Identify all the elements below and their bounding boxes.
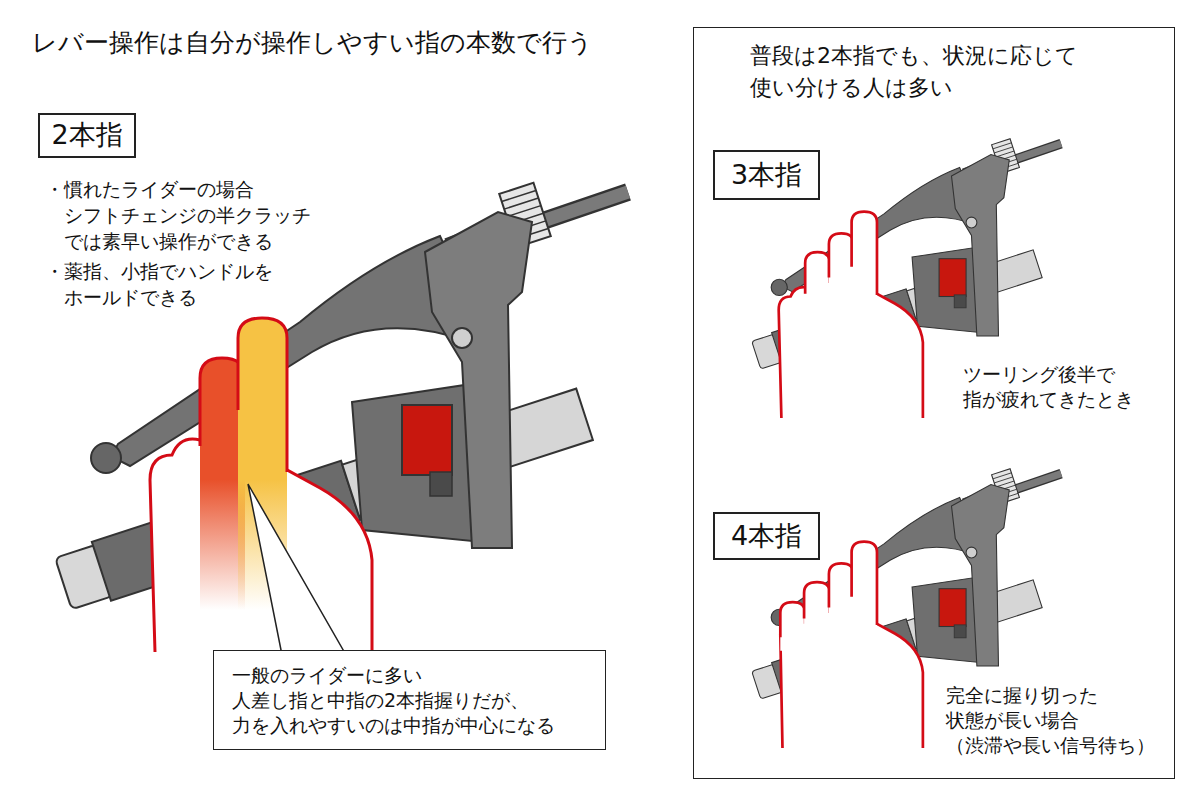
- label-box: 一般のライダーに多い 人差し指と中指の2本指握りだが、 力を入れやすいのは中指が…: [213, 650, 606, 750]
- finger-outline: [238, 318, 287, 472]
- finger: [852, 212, 877, 321]
- note-text: ・薬指、小指でハンドルを ホールドできる: [45, 258, 330, 310]
- box-text: 2本指: [51, 119, 122, 151]
- label-box: 2本指: [38, 113, 136, 158]
- page-title: レバー操作は自分が操作しやすい指の本数で行う: [32, 27, 593, 60]
- callout-pointer: [248, 484, 346, 655]
- finger: [852, 542, 877, 651]
- box-text: 3本指: [731, 159, 802, 191]
- finger-outline: [780, 602, 805, 637]
- label-box: 3本指: [713, 150, 820, 200]
- panel-heading: 普段は2本指でも、状況に応じて 使い分ける人は多い: [750, 40, 1093, 104]
- finger-outline: [805, 252, 830, 294]
- finger-outline: [804, 582, 830, 618]
- finger-outline: [829, 233, 854, 277]
- finger-outline: [852, 212, 877, 295]
- hand-two-fingers: [150, 318, 372, 652]
- finger: [829, 563, 854, 650]
- panel-box: 普段は2本指でも、状況に応じて 使い分ける人は多い 3本指 4本指: [693, 27, 1175, 779]
- note-text: ・慣れたライダーの場合 シフトチェンジの半クラッチ では素早い操作ができる: [45, 176, 330, 254]
- finger-outline: [852, 542, 877, 625]
- note-text: ツーリング後半で 指が疲れてきたとき: [963, 362, 1153, 412]
- finger-outline: [829, 563, 854, 607]
- finger: [804, 582, 830, 651]
- four-finger-figure: [751, 469, 1061, 748]
- box-text: 4本指: [731, 520, 802, 552]
- finger: [805, 252, 830, 321]
- finger: [829, 233, 854, 320]
- note-text: 完全に握り切った 状態が長い場合 （渋滞や長い信号待ち）: [946, 683, 1166, 758]
- label-box: 4本指: [713, 512, 820, 560]
- box-text: 一般のライダーに多い 人差し指と中指の2本指握りだが、 力を入れやすいのは中指が…: [232, 663, 584, 738]
- finger: [780, 602, 805, 651]
